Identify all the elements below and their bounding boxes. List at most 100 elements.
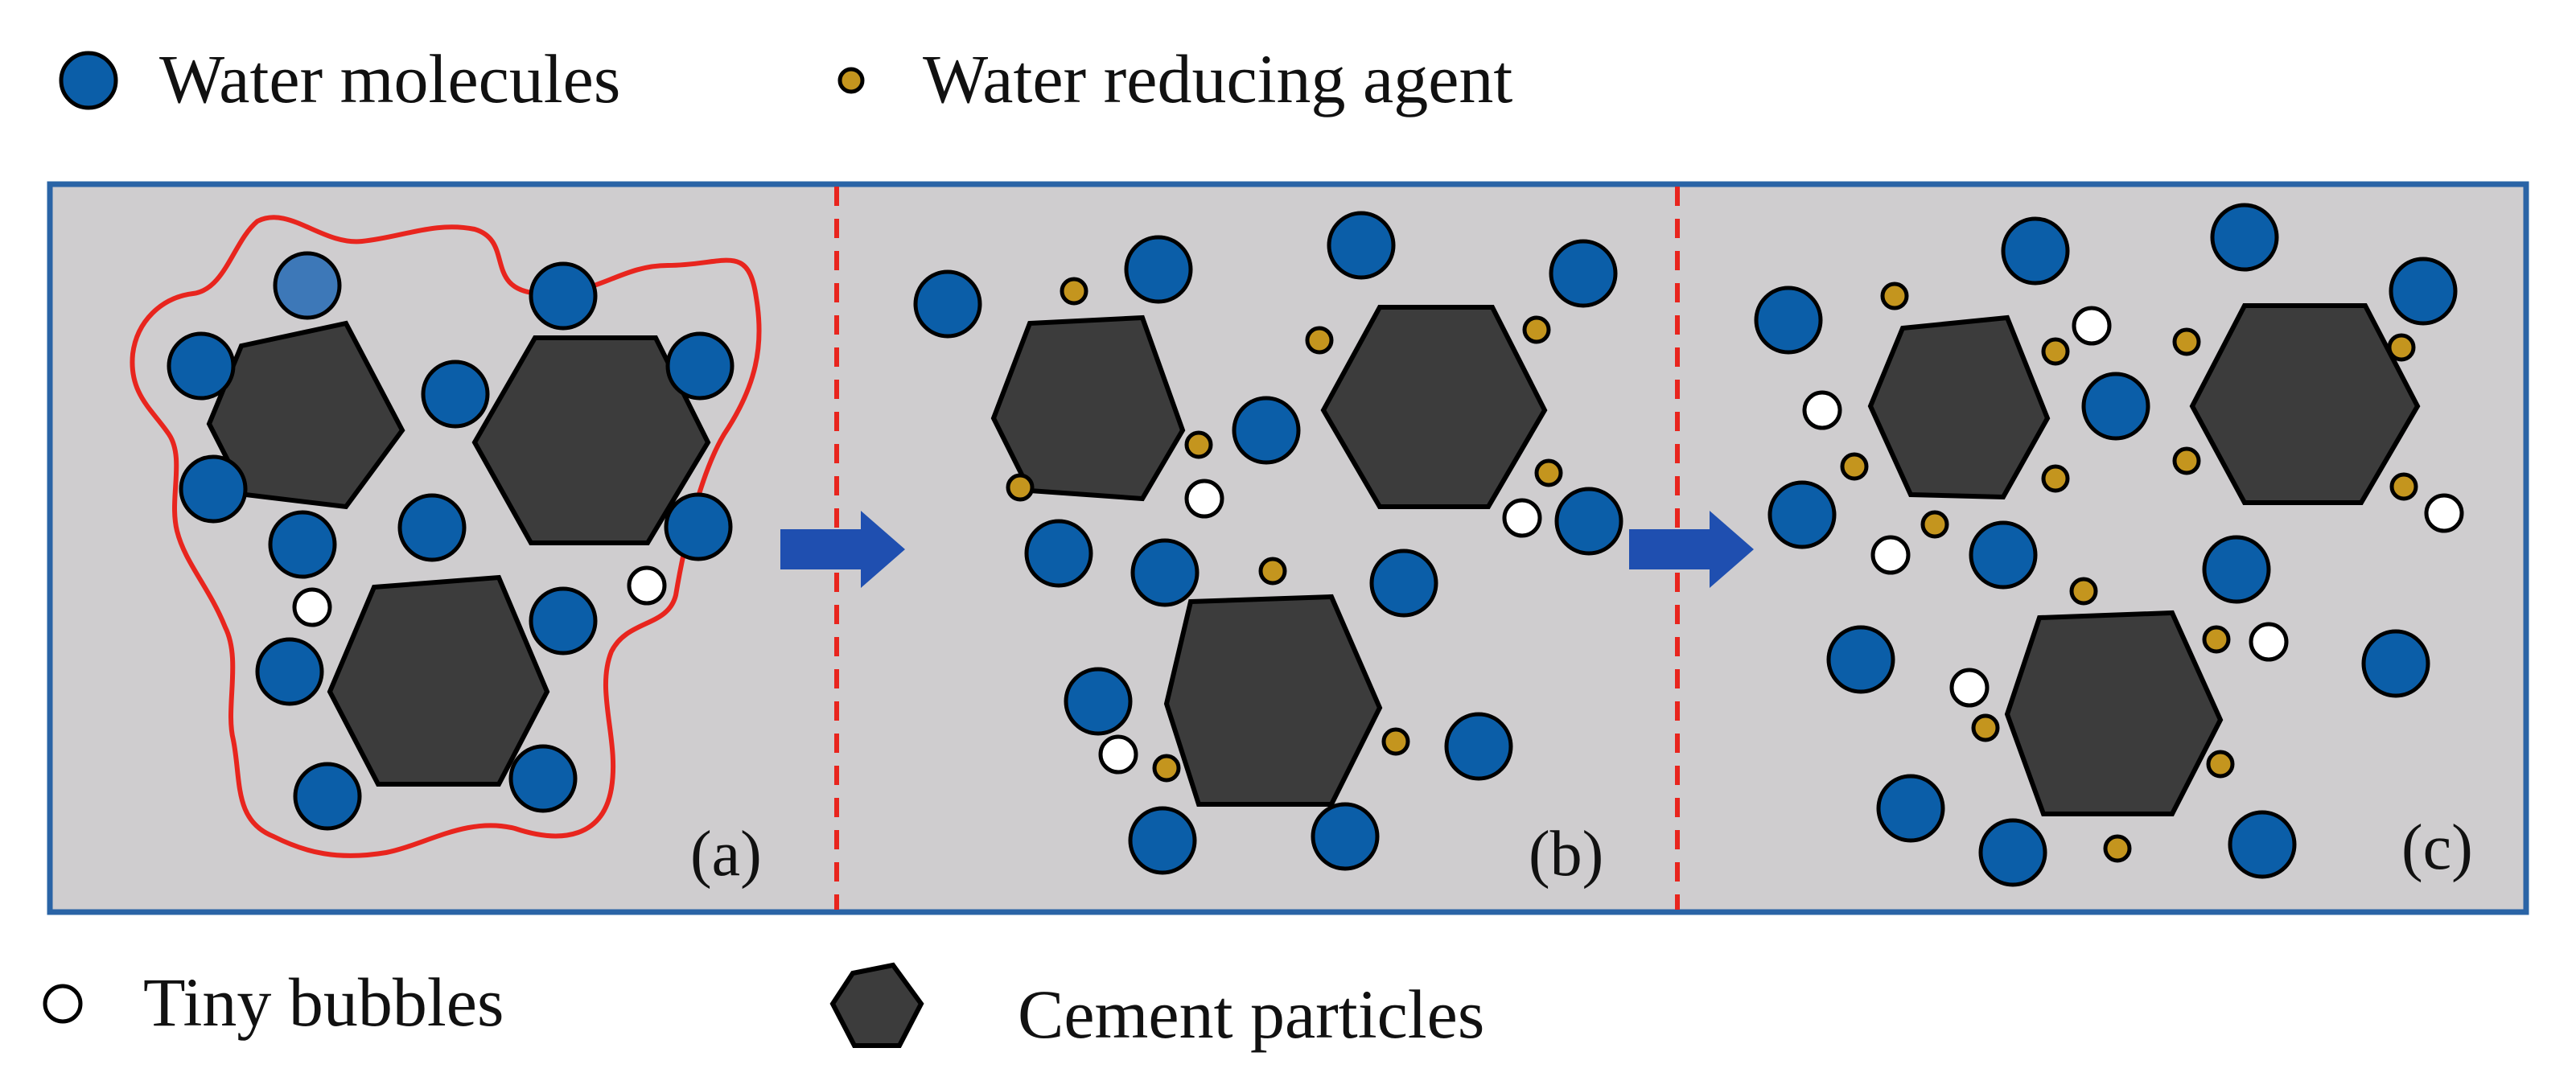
water-molecule (1311, 802, 1380, 871)
legend-label-water-reducing-agent: Water reducing agent (923, 40, 1512, 117)
water-molecule (1064, 667, 1133, 736)
tiny-bubble (1802, 390, 1842, 430)
water-reducing-agent (2202, 625, 2231, 654)
water-reducing-agent (2172, 446, 2201, 475)
legend-label-water-molecules: Water molecules (159, 40, 620, 117)
water-molecule (2081, 372, 2150, 441)
water-molecule (2361, 629, 2430, 698)
tiny-bubble (1502, 498, 1542, 538)
water-molecule (179, 454, 248, 524)
water-molecule-legend-icon (59, 51, 118, 110)
water-molecule (1767, 480, 1837, 549)
water-reducing-agent (1152, 754, 1181, 783)
water-molecule (2202, 535, 2271, 604)
water-reducing-agent (1258, 557, 1287, 586)
water-molecule (508, 744, 578, 813)
water-reducing-agent (2389, 472, 2418, 501)
water-molecule (529, 586, 598, 656)
water-reducing-agent (1880, 282, 1909, 310)
water-molecule (1978, 818, 2047, 887)
water-reducing-agent (1381, 727, 1410, 756)
panel-b: (b) (913, 211, 1623, 890)
water-molecule (2210, 203, 2279, 272)
panel-a: (a) (130, 215, 762, 890)
cement-particle (990, 314, 1186, 502)
cement-particle (1320, 305, 1548, 509)
water-reducing-agent (2206, 750, 2235, 779)
water-molecule (1444, 712, 1513, 781)
water-reducing-agent (1006, 473, 1035, 502)
water-molecule (1130, 538, 1200, 607)
water-molecule (268, 510, 337, 579)
water-molecule (2389, 257, 2458, 326)
panel-label-a: (a) (690, 819, 762, 890)
water-molecule (1876, 774, 1945, 843)
legend-top: Water molecules Water reducing agent (59, 40, 1512, 117)
water-reducing-agent-legend-icon (837, 67, 865, 94)
water-molecule (665, 331, 735, 401)
cement-particle (327, 574, 550, 787)
cement-particle (2004, 610, 2224, 816)
cement-particle-legend-icon (829, 962, 924, 1048)
tiny-bubble (2424, 493, 2464, 533)
tiny-bubble-legend-icon (43, 984, 83, 1024)
tiny-bubble (2249, 622, 2289, 662)
water-molecule (1232, 396, 1301, 465)
water-molecule (664, 492, 733, 561)
cement-particle (2189, 303, 2421, 505)
water-reducing-agent (1305, 326, 1334, 355)
cement-particle (471, 335, 711, 545)
water-molecule (1124, 235, 1193, 304)
water-reducing-agent (2172, 327, 2201, 356)
water-molecule (2001, 216, 2070, 286)
water-reducing-agent (1184, 430, 1213, 459)
water-reducing-agent (1920, 510, 1949, 539)
water-reducing-agent (2387, 333, 2416, 362)
legend-bottom: Tiny bubbles Cement particles (43, 962, 1484, 1053)
tiny-bubble (1949, 668, 1990, 708)
panel-label-b: (b) (1529, 819, 1603, 890)
water-reducing-agent (1522, 315, 1551, 344)
cement-particle (1867, 314, 2051, 500)
water-molecule (1327, 211, 1396, 280)
tiny-bubble (292, 587, 332, 627)
water-molecule (913, 269, 982, 339)
tiny-bubble (1870, 535, 1911, 575)
legend-label-tiny-bubbles: Tiny bubbles (143, 964, 504, 1041)
water-molecule (1754, 286, 1823, 355)
water-molecule (529, 261, 598, 331)
water-molecule (167, 331, 236, 401)
water-molecule (1549, 239, 1618, 308)
water-molecule (1969, 520, 2038, 590)
water-reducing-agent (1534, 458, 1563, 487)
water-molecule (1369, 549, 1438, 618)
legend-label-cement-particles: Cement particles (1018, 976, 1484, 1053)
water-molecule (273, 251, 342, 320)
water-molecule (397, 493, 467, 562)
arrow-right-icon (780, 511, 905, 588)
panel-label-c: (c) (2401, 812, 2473, 883)
water-reducing-agent (1971, 713, 2000, 742)
water-reducing-agent (1060, 277, 1088, 306)
water-molecule (1128, 806, 1197, 875)
cement-particle (1163, 594, 1383, 807)
water-reducing-agent (2103, 834, 2132, 863)
tiny-bubble (627, 565, 667, 606)
water-molecule (255, 637, 324, 706)
water-molecule (2228, 810, 2297, 879)
water-reducing-agent (2041, 337, 2070, 366)
water-molecule (1554, 487, 1623, 556)
arrow-right-icon (1629, 511, 1754, 588)
water-molecule (293, 762, 362, 831)
water-molecule (1024, 519, 1093, 588)
cement-particle (206, 320, 405, 510)
panel-c: (c) (1754, 203, 2473, 887)
water-reducing-agent (1840, 452, 1869, 481)
water-molecule (1826, 625, 1895, 694)
tiny-bubble (1098, 734, 1138, 775)
tiny-bubble (2072, 306, 2112, 346)
water-molecule (421, 360, 490, 429)
water-reducing-agent (2041, 464, 2070, 493)
water-reducing-agent (2069, 577, 2098, 606)
